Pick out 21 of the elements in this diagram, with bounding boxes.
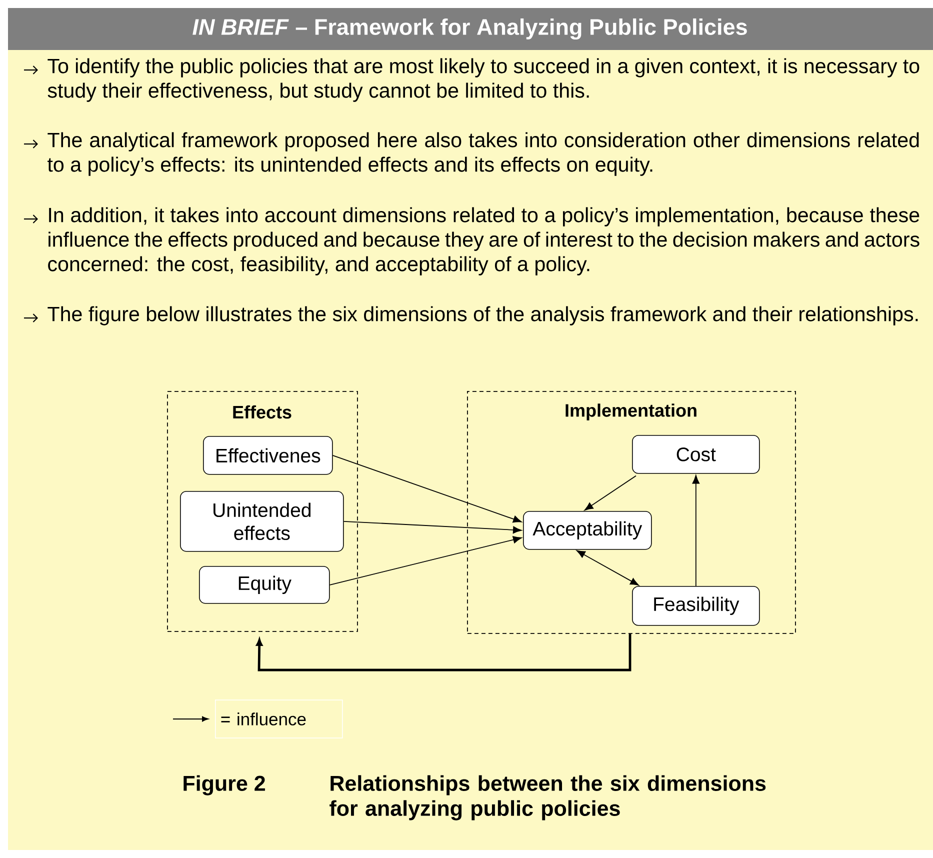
dimension-box: Unintended effects [180, 491, 344, 552]
dimension-box: Acceptability [523, 511, 652, 550]
arrow [329, 536, 522, 586]
arrow [584, 475, 636, 510]
dimension-box: Feasibility [632, 586, 760, 626]
bullet-text: In addition, it takes into account dimensions related to a policy’s implementation, because these influence the effects produced and because they are of interest to the decision makers and actors concerned: the cost, feasibility, and acceptability of a policy. [48, 207, 920, 276]
dimension-box: Effectivenes [203, 436, 333, 475]
arrow [343, 520, 522, 534]
figure-number: Figure 2 [184, 775, 265, 796]
header-bar: IN BRIEF – Framework for Analyzing Public Policies [8, 8, 933, 50]
arrow [256, 634, 632, 672]
bullet-text: To identify the public policies that are most likely to succeed in a given context, it is necessary to study their effectiveness, but study cannot be limited to this. [48, 58, 920, 102]
legend-text: = influence [215, 700, 343, 738]
arrow [332, 454, 522, 523]
bullet-text: The figure below illustrates the six dimensions of the analysis framework and their relationships. [48, 306, 918, 326]
bullet-text: The analytical framework proposed here also takes into consideration other dimensions related to a policy’s effects: its unintended effects and its effects on equity. [48, 132, 919, 176]
dimension-box: Equity [199, 566, 330, 604]
arrow [576, 550, 639, 586]
figure-caption: Relationships between the six dimensions for analyzing public policies [330, 775, 766, 820]
dimension-box: Cost [632, 435, 760, 474]
arrow [692, 475, 700, 586]
